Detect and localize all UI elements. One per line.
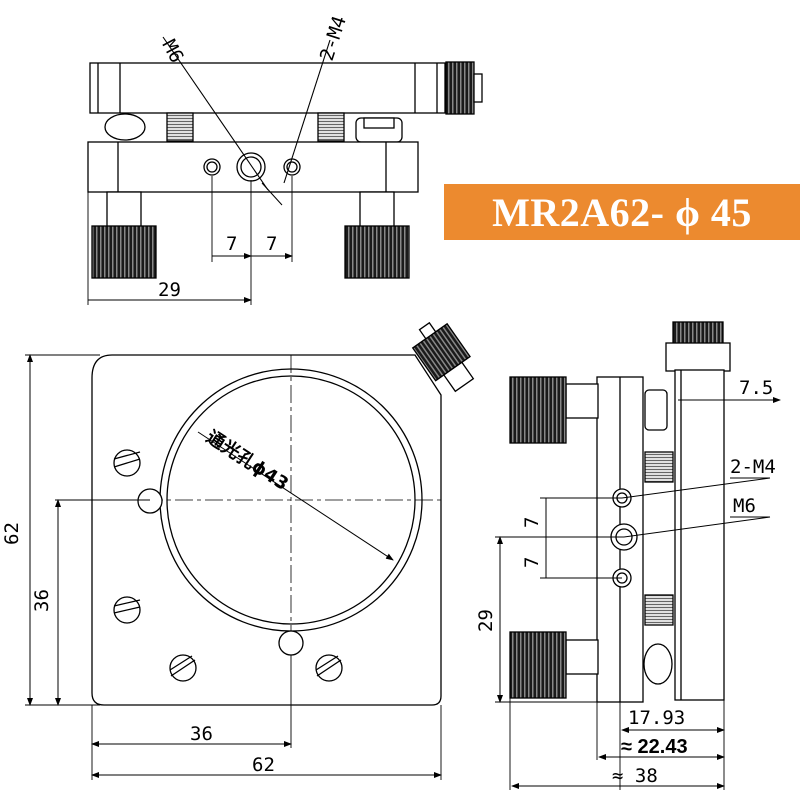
side-dim-7-lower: 7: [521, 557, 543, 568]
top-callout-m6: M6: [158, 36, 188, 67]
top-callout-2m4: 2-M4: [316, 13, 351, 63]
front-dim-36-horizontal: 36: [190, 723, 213, 745]
screw-2: [113, 596, 141, 624]
model-badge: MR2A62- ϕ 45: [444, 184, 800, 240]
knurled-knob-top-right: [445, 61, 475, 115]
front-dim-62-horizontal: 62: [252, 754, 275, 776]
knurled-knob-bottom-left: [91, 225, 157, 279]
top-plate: [89, 62, 446, 114]
screw-4: [315, 654, 343, 682]
top-dim-7-left: 7: [226, 233, 237, 255]
side-dim-29: 29: [475, 609, 497, 632]
knurled-knob-bottom-right: [344, 225, 410, 279]
side-dim-38: ≈ 38: [612, 765, 658, 787]
ball: [104, 113, 146, 141]
side-dim-17-93: 17.93: [628, 707, 685, 729]
top-dim-7-right: 7: [266, 233, 277, 255]
side-dim-7-upper: 7: [521, 517, 543, 528]
screw-3: [169, 654, 197, 682]
front-view: [25, 321, 475, 780]
side-front-plate: [674, 369, 725, 701]
side-callout-m6: M6: [733, 495, 756, 517]
spring-left: [166, 112, 194, 142]
side-dim-7-5: 7.5: [739, 377, 773, 399]
top-dim-29: 29: [158, 279, 181, 301]
side-view: [495, 321, 781, 790]
side-dim-22-43: ≈ 22.43: [621, 736, 688, 758]
top-view: [87, 36, 483, 305]
side-callout-2m4: 2-M4: [730, 456, 776, 478]
screw-1: [113, 449, 141, 477]
knurled-knob-side-upper: [509, 376, 567, 444]
front-dim-36-vertical: 36: [31, 589, 53, 612]
front-dim-62-vertical: 62: [1, 522, 23, 545]
spring-right: [317, 112, 345, 142]
knurled-knob-side-lower: [509, 631, 567, 699]
